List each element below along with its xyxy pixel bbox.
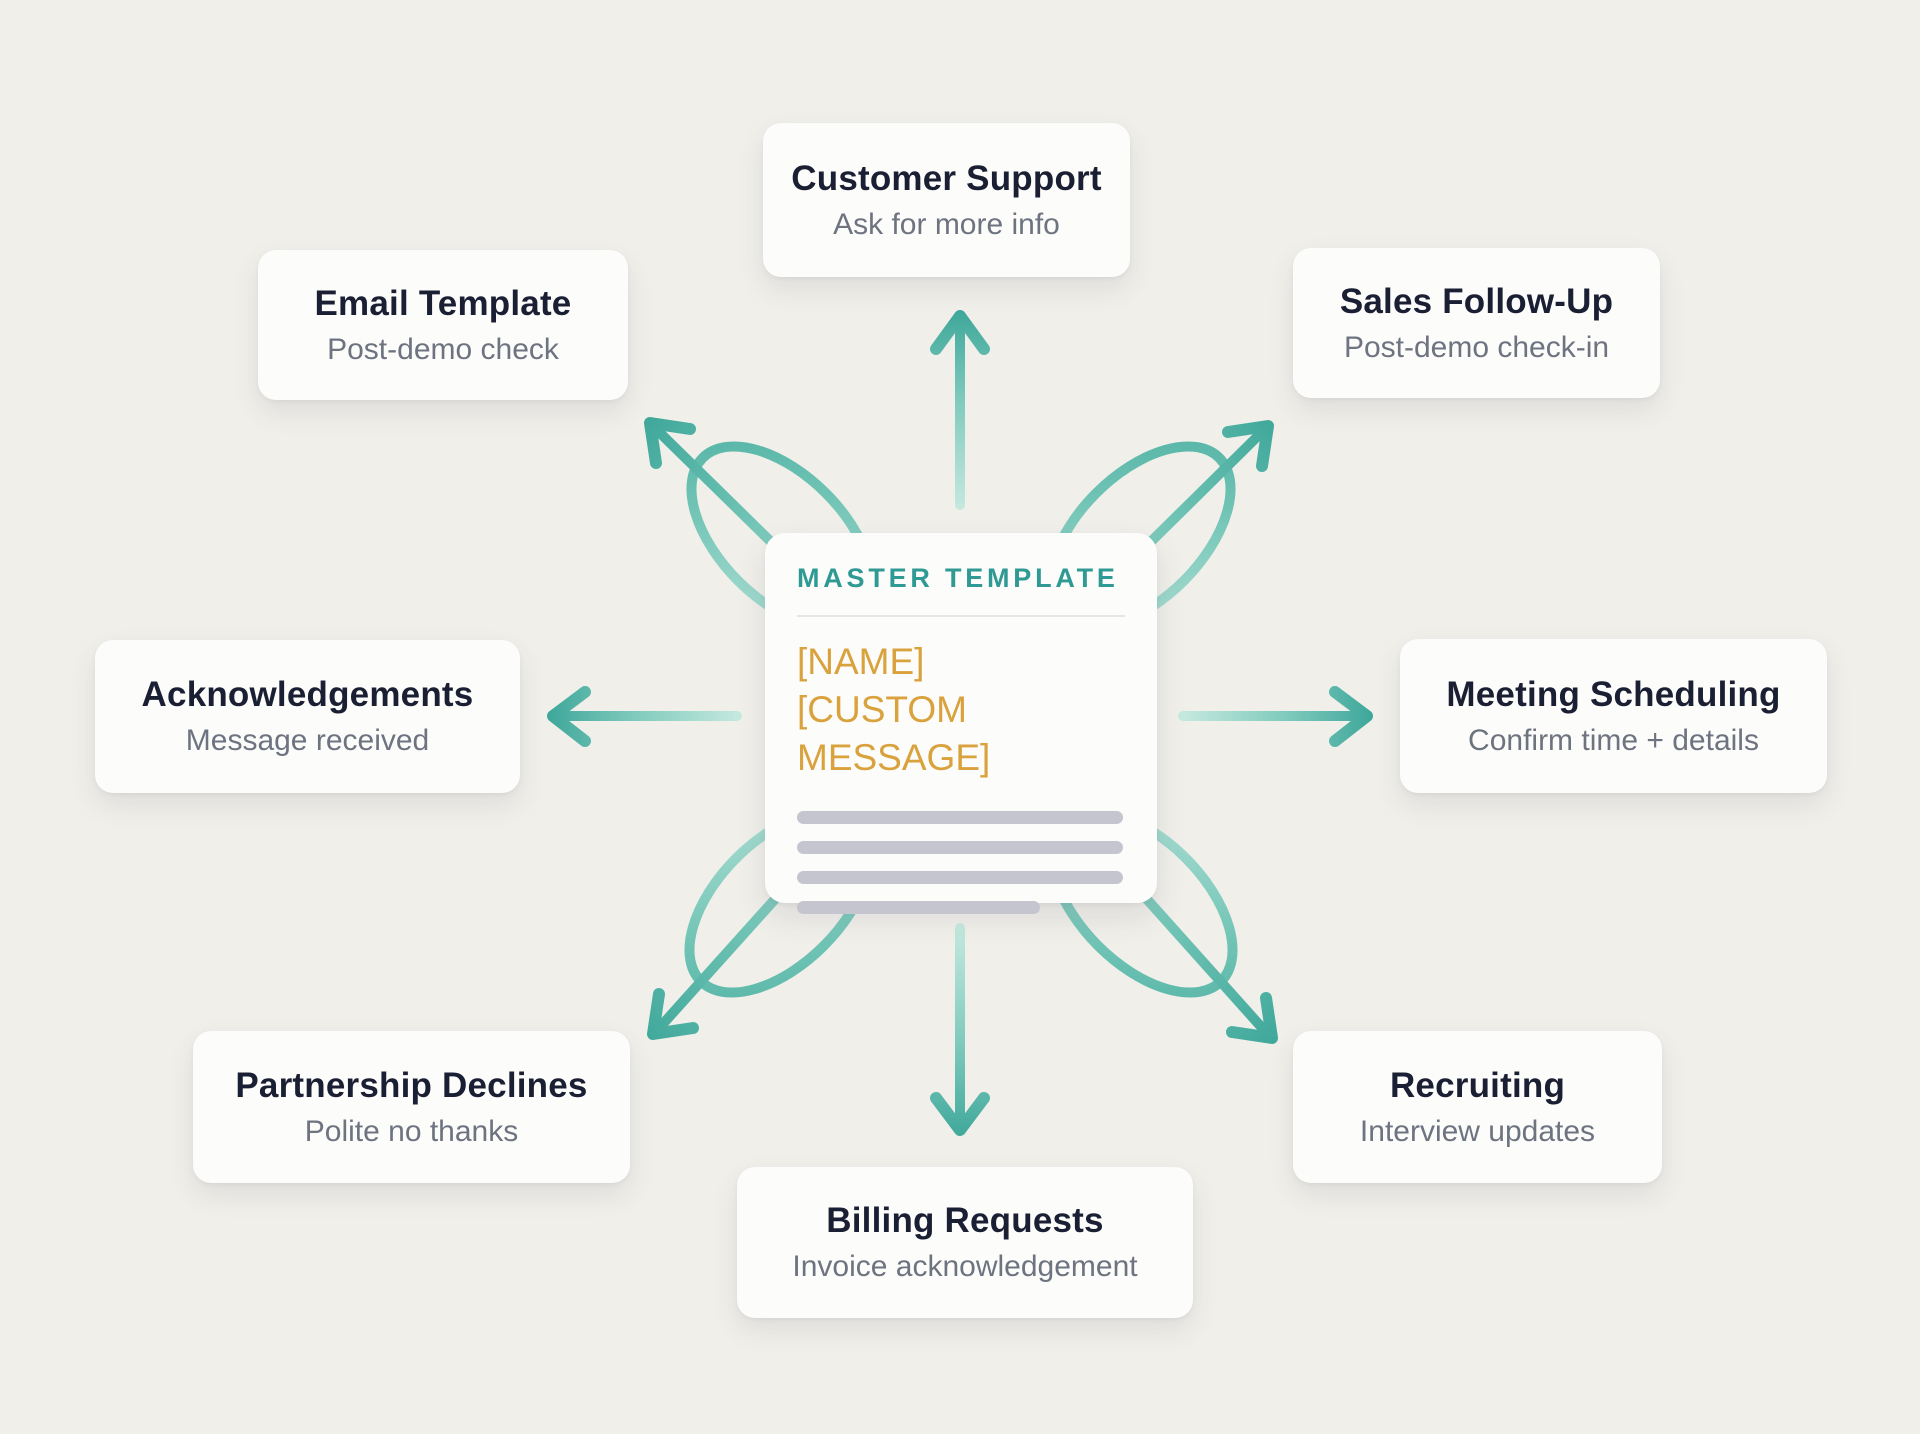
master-template-label: MASTER TEMPLATE [797, 563, 1119, 593]
node-title: Sales Follow-Up [1339, 281, 1614, 321]
node-subtitle: Ask for more info [833, 207, 1060, 241]
placeholder-line [797, 811, 1123, 824]
node-card-meeting-scheduling: Meeting Scheduling Confirm time + detail… [1400, 639, 1827, 793]
name-field-placeholder: [NAME] [797, 641, 925, 682]
node-title: Recruiting [1389, 1065, 1566, 1105]
node-subtitle: Confirm time + details [1468, 723, 1759, 757]
node-card-recruiting: Recruiting Interview updates [1293, 1031, 1662, 1183]
master-template-card: MASTER TEMPLATE [NAME] [CUSTOM MESSAGE] [765, 533, 1157, 914]
placeholder-line [797, 871, 1123, 884]
placeholder-lines [797, 811, 1125, 914]
node-title: Meeting Scheduling [1446, 674, 1781, 714]
node-subtitle: Post-demo check-in [1343, 330, 1610, 364]
node-card-email-template: Email Template Post-demo check [258, 250, 628, 400]
node-subtitle: Invoice acknowledgement [792, 1250, 1138, 1283]
node-title: Billing Requests [826, 1201, 1104, 1240]
node-card-partnership-declines: Partnership Declines Polite no thanks [193, 1031, 630, 1183]
custom-message-field-placeholder: [CUSTOM MESSAGE] [797, 689, 991, 778]
arrow-down-icon [930, 923, 990, 1136]
node-subtitle: Post-demo check [327, 332, 559, 366]
placeholder-line [797, 901, 1040, 914]
node-card-customer-support: Customer Support Ask for more info [763, 123, 1130, 277]
arrow-right-icon [1178, 686, 1373, 747]
arrow-left-icon [547, 686, 742, 747]
node-title: Email Template [314, 283, 572, 323]
arrow-up-icon [930, 310, 990, 510]
placeholder-line [797, 841, 1123, 854]
node-card-sales-follow-up: Sales Follow-Up Post-demo check-in [1293, 248, 1660, 398]
node-title: Customer Support [791, 158, 1102, 198]
node-title: Acknowledgements [141, 675, 474, 714]
node-subtitle: Interview updates [1359, 1114, 1596, 1148]
node-card-billing-requests: Billing Requests Invoice acknowledgement [737, 1167, 1193, 1318]
template-fields: [NAME] [CUSTOM MESSAGE] [797, 638, 1125, 782]
node-subtitle: Polite no thanks [304, 1114, 519, 1148]
node-card-acknowledgements: Acknowledgements Message received [95, 640, 520, 793]
divider [797, 615, 1125, 617]
node-subtitle: Message received [185, 724, 430, 757]
node-title: Partnership Declines [235, 1065, 588, 1105]
